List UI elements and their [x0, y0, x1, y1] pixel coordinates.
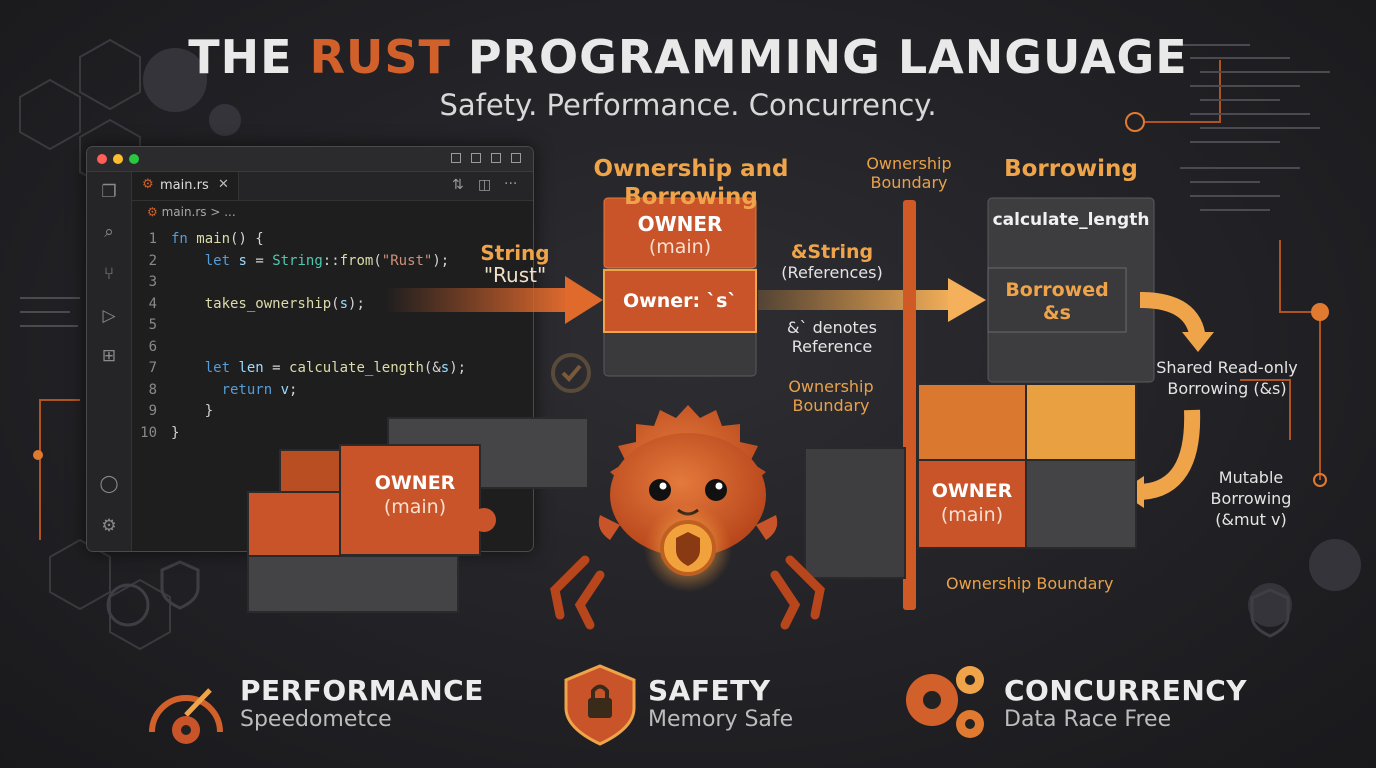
- feature-concurrency: CONCURRENCY Data Race Free: [1004, 674, 1247, 732]
- borrowing-box: [987, 197, 1155, 383]
- feature-subtitle: Memory Safe: [648, 707, 794, 732]
- line-number: 7: [148, 360, 157, 376]
- left-puzzle: [247, 417, 589, 613]
- right-puzzle-owner-title: OWNER: [931, 480, 1013, 502]
- boundary-label-bottom: Ownership Boundary: [946, 574, 1114, 593]
- tab-main-rs[interactable]: ⚙ main.rs ✕: [132, 172, 239, 200]
- move-arrow: [385, 276, 603, 324]
- explorer-icon[interactable]: ❐: [101, 182, 117, 202]
- mutable-borrow-label-2: Borrowing: [1210, 489, 1292, 508]
- split-editor-icon[interactable]: ◫: [478, 177, 492, 193]
- shared-borrow-label-1: Shared Read-only: [1156, 358, 1298, 377]
- toggle-secondary-sidebar-icon[interactable]: [491, 153, 501, 163]
- page-subtitle: Safety. Performance. Concurrency.: [439, 88, 937, 122]
- right-puzzle-owner-sub: (main): [940, 504, 1004, 526]
- code-line[interactable]: }: [171, 425, 180, 441]
- rust-file-icon: ⚙: [147, 205, 162, 219]
- toggle-sidebar-icon[interactable]: [451, 153, 461, 163]
- ferris-crab-mascot: [550, 405, 825, 630]
- line-number: 6: [148, 339, 157, 355]
- borrowed-ref-label: &s: [1043, 302, 1071, 324]
- more-actions-icon[interactable]: ···: [504, 176, 518, 192]
- tab-label: main.rs: [160, 178, 209, 193]
- reference-arrow: [758, 278, 986, 322]
- line-number: 4: [148, 296, 157, 312]
- owner-title: OWNER: [637, 212, 723, 236]
- string-type-label: String: [480, 241, 550, 265]
- code-line[interactable]: let s = String::from("Rust");: [204, 253, 450, 269]
- code-line[interactable]: }: [171, 403, 214, 419]
- reference-type-label: &String: [790, 241, 874, 263]
- window-titlebar: [87, 147, 533, 172]
- feature-title: SAFETY: [648, 674, 771, 707]
- code-line[interactable]: takes_ownership(s);: [204, 296, 365, 312]
- reference-sub-label: (References): [781, 263, 883, 282]
- line-number: 10: [140, 425, 157, 441]
- feature-title: CONCURRENCY: [1004, 674, 1248, 707]
- extensions-icon[interactable]: ⊞: [101, 346, 117, 366]
- borrowed-label: Borrowed: [1005, 279, 1109, 301]
- code-line[interactable]: fn main() {: [171, 231, 264, 247]
- line-number: 1: [148, 231, 157, 247]
- toggle-panel-icon[interactable]: [471, 153, 481, 163]
- shared-borrow-label-2: Borrowing (&s): [1167, 379, 1287, 398]
- search-icon[interactable]: ⌕: [104, 222, 114, 242]
- rust-file-icon: ⚙: [142, 177, 154, 192]
- check-badge-icon: [551, 353, 591, 393]
- minimize-window-button[interactable]: [113, 154, 123, 164]
- line-number: 2: [148, 253, 157, 269]
- owner-subtitle: (main): [648, 236, 712, 258]
- close-window-button[interactable]: [97, 154, 107, 164]
- reference-note-line2: Reference: [791, 337, 873, 356]
- line-number: 9: [148, 403, 157, 419]
- editor-tab-bar: ⚙ main.rs ✕ ⇅ ◫ ···: [132, 172, 533, 201]
- feature-performance: PERFORMANCE Speedometce: [240, 674, 484, 732]
- mutable-borrow-label-3: (&mut v): [1215, 510, 1287, 529]
- owner-box: [603, 197, 757, 377]
- right-puzzle: [804, 383, 1137, 579]
- account-icon[interactable]: ◯: [99, 474, 119, 494]
- reference-note-line1: &` denotes: [787, 318, 877, 337]
- close-tab-icon[interactable]: ✕: [218, 177, 229, 192]
- string-value-label: "Rust": [483, 263, 547, 287]
- mutable-borrow-label-1: Mutable: [1218, 468, 1284, 487]
- source-control-icon[interactable]: ⑂: [103, 264, 115, 284]
- feature-safety: SAFETY Memory Safe: [648, 674, 793, 732]
- ownership-boundary-line: [903, 200, 916, 610]
- breadcrumb[interactable]: ⚙ main.rs > ...: [147, 205, 236, 219]
- feature-subtitle: Speedometce: [240, 707, 392, 732]
- gears-icon: [906, 666, 984, 738]
- line-number: 5: [148, 317, 157, 333]
- calculate-length-label: calculate_length: [992, 210, 1150, 230]
- activity-bar: ❐ ⌕ ⑂ ▷ ⊞ ◯ ⚙: [87, 172, 132, 551]
- code-line[interactable]: return v;: [221, 382, 298, 398]
- line-number: 8: [148, 382, 157, 398]
- code-line[interactable]: let len = calculate_length(&s);: [204, 360, 467, 376]
- speedometer-gear-icon: [149, 688, 223, 744]
- owner-variable: Owner: `s`: [622, 290, 737, 312]
- page-title: THE RUST PROGRAMMING LANGUAGE: [188, 30, 1188, 84]
- customize-layout-icon[interactable]: [511, 153, 521, 163]
- mutable-borrow-arrow: [1139, 409, 1201, 500]
- shield-lock-icon: [564, 664, 636, 746]
- ownership-borrowing-heading: Ownership and Borrowing: [593, 156, 789, 210]
- feature-title: PERFORMANCE: [240, 674, 484, 707]
- compare-icon[interactable]: ⇅: [452, 177, 464, 193]
- left-puzzle-owner-title: OWNER: [374, 472, 456, 494]
- maximize-window-button[interactable]: [129, 154, 139, 164]
- settings-gear-icon[interactable]: ⚙: [101, 516, 117, 536]
- run-debug-icon[interactable]: ▷: [102, 306, 116, 326]
- feature-subtitle: Data Race Free: [1004, 707, 1172, 732]
- line-number: 3: [148, 274, 157, 290]
- left-puzzle-owner-sub: (main): [383, 496, 447, 518]
- borrowing-heading: Borrowing: [1004, 156, 1138, 182]
